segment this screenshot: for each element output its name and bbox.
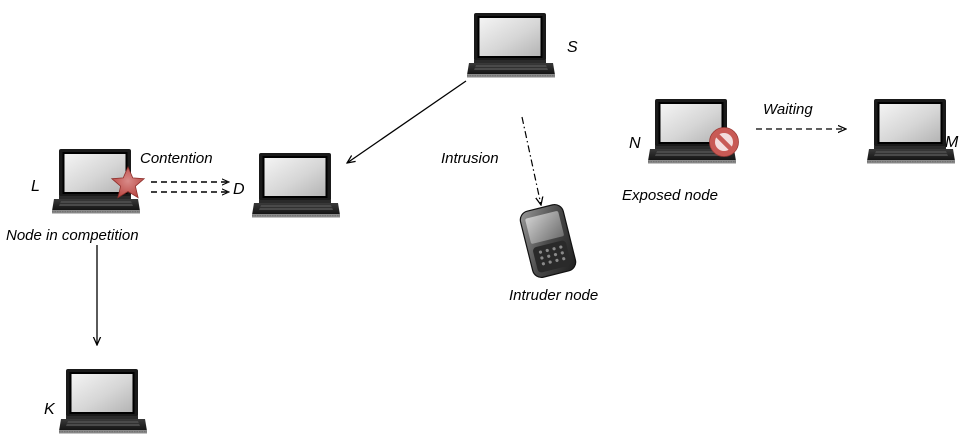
node-L-label: L <box>31 178 40 195</box>
laptop-icon <box>58 368 148 434</box>
node-D: D <box>233 152 341 218</box>
node-K: K <box>44 368 148 434</box>
laptop-icon <box>466 12 556 78</box>
node-S: S <box>466 12 578 78</box>
node-N-label: N <box>629 135 641 152</box>
collision-star-icon <box>110 166 146 199</box>
node-K-label: K <box>44 401 56 418</box>
node-N: N <box>629 98 737 164</box>
exposed-node-label: Exposed node <box>622 187 718 204</box>
node-in-competition-label: Node in competition <box>6 227 139 244</box>
laptop-icon <box>251 152 341 218</box>
node-L: L <box>31 148 141 214</box>
node-M-label: M <box>945 134 959 151</box>
contention-label: Contention <box>140 150 213 167</box>
arrow-intrusion <box>521 116 541 205</box>
waiting-label: Waiting <box>763 101 813 118</box>
arrow-s-to-d <box>347 80 467 163</box>
prohibited-icon <box>709 127 739 157</box>
intrusion-label: Intrusion <box>441 150 499 167</box>
node-S-label: S <box>567 39 578 56</box>
node-D-label: D <box>233 181 245 198</box>
node-M: M <box>866 98 959 164</box>
smartphone-icon <box>519 203 577 279</box>
intruder-node-label: Intruder node <box>509 287 598 304</box>
laptop-icon <box>866 98 956 164</box>
